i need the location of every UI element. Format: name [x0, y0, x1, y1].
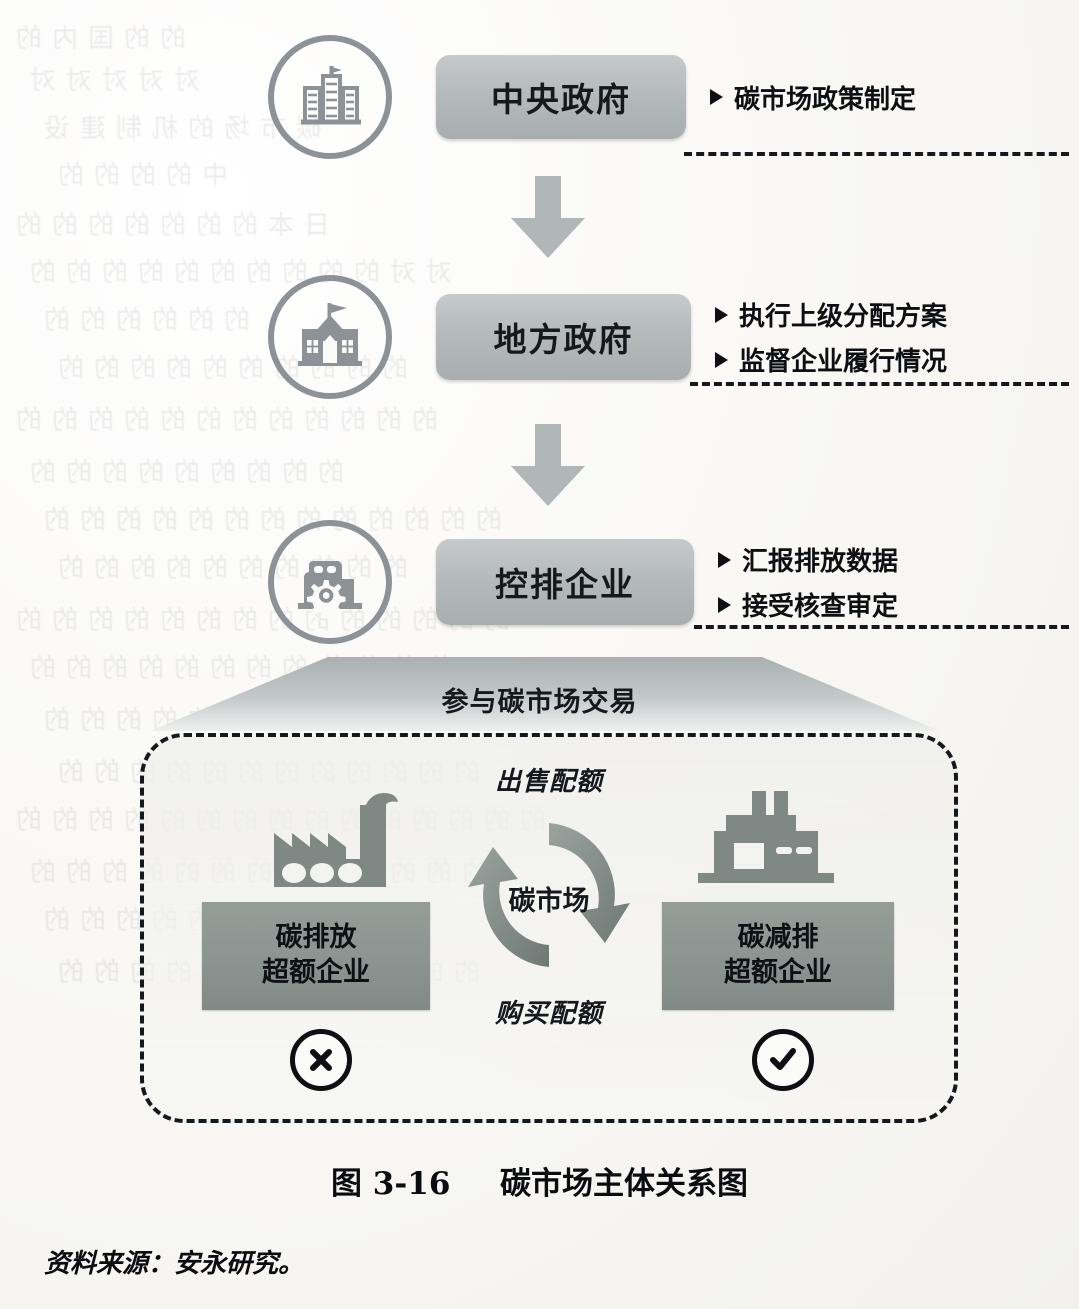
tier-separator-dashed-line — [684, 152, 1069, 156]
duty-item: 监督企业履行情况 — [715, 341, 947, 378]
civic-building-icon — [268, 275, 392, 399]
local-government-duties: 执行上级分配方案 监督企业履行情况 — [715, 296, 947, 378]
figure-source: 资料来源：安永研究。 — [44, 1249, 305, 1279]
duty-label: 接受核查审定 — [742, 592, 899, 622]
central-government-label: 中央政府 — [491, 80, 631, 119]
left-entity-label-line2: 超额企业 — [262, 957, 370, 988]
duty-item: 碳市场政策制定 — [710, 79, 916, 116]
duty-item: 汇报排放数据 — [718, 541, 898, 578]
tier-separator-dashed-line — [694, 625, 1069, 629]
controlled-enterprise-label: 控排企业 — [495, 565, 635, 604]
clean-factory-icon — [686, 785, 846, 900]
cycle-center-label: 碳市场 — [508, 886, 590, 917]
controlled-enterprise-duties: 汇报排放数据 接受核查审定 — [718, 541, 898, 623]
cycle-top-label: 出售配额 — [494, 767, 603, 797]
cross-circle-icon — [290, 1029, 352, 1091]
triangle-bullet-icon — [718, 596, 731, 613]
central-government-label-pill[interactable]: 中央政府 — [436, 55, 686, 139]
check-circle-icon — [752, 1029, 814, 1091]
figure-caption: 图 3-16 碳市场主体关系图 — [0, 1158, 1079, 1203]
tier-separator-dashed-line — [690, 382, 1069, 386]
duty-label: 碳市场政策制定 — [734, 84, 917, 115]
office-buildings-icon — [268, 35, 392, 159]
tier-central-government: 中央政府 碳市场政策制定 — [268, 35, 916, 159]
right-entity-label-line2: 超额企业 — [724, 957, 832, 988]
duty-label: 汇报排放数据 — [742, 547, 899, 577]
flow-arrow-down — [505, 176, 591, 265]
caption-number: 图 3-16 — [331, 1166, 451, 1202]
duty-item: 执行上级分配方案 — [715, 296, 947, 333]
smoking-factory-icon — [256, 779, 424, 902]
duty-item: 接受核查审定 — [718, 586, 898, 623]
local-government-label-pill[interactable]: 地方政府 — [436, 294, 691, 380]
duty-label: 监督企业履行情况 — [739, 347, 948, 377]
right-entity-box[interactable]: 碳减排 超额企业 — [662, 902, 894, 1010]
tier-controlled-enterprise: 控排企业 汇报排放数据 接受核查审定 — [268, 520, 898, 644]
flow-arrow-down — [505, 424, 591, 513]
factory-gear-icon — [268, 520, 392, 644]
triangle-bullet-icon — [710, 89, 723, 105]
market-participation-trapezoid — [150, 655, 940, 733]
caption-title: 碳市场主体关系图 — [499, 1166, 748, 1202]
carbon-market-cycle: 出售配额 碳市场 购买配额 — [409, 755, 689, 1035]
cycle-bottom-label: 购买配额 — [494, 999, 603, 1029]
tier-local-government: 地方政府 执行上级分配方案 监督企业履行情况 — [268, 275, 947, 399]
trapezoid-label: 参与碳市场交易 — [441, 687, 638, 718]
left-entity-label-line1: 碳排放 — [275, 922, 357, 954]
triangle-bullet-icon — [718, 551, 731, 568]
right-entity-label-line1: 碳减排 — [737, 922, 819, 954]
carbon-market-panel: 碳排放 超额企业 出售配额 — [140, 733, 958, 1123]
triangle-bullet-icon — [715, 351, 728, 368]
triangle-bullet-icon — [715, 306, 728, 323]
duty-label: 执行上级分配方案 — [739, 302, 948, 332]
controlled-enterprise-label-pill[interactable]: 控排企业 — [436, 539, 694, 625]
central-government-duties: 碳市场政策制定 — [710, 79, 916, 116]
local-government-label: 地方政府 — [493, 320, 634, 359]
left-entity-box[interactable]: 碳排放 超额企业 — [202, 902, 430, 1010]
